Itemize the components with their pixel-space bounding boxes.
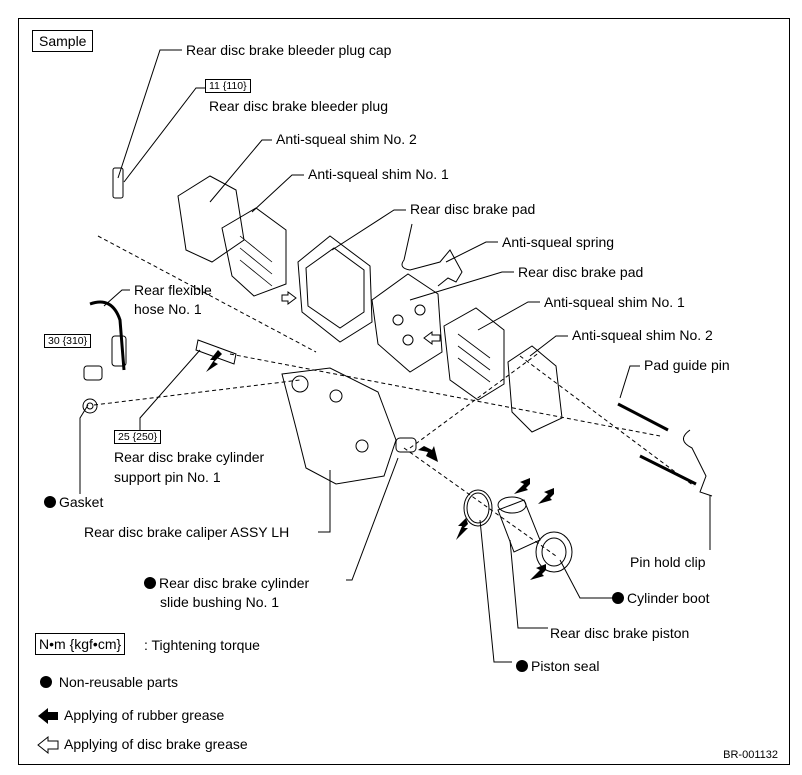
hose-bolt-shape — [83, 365, 103, 381]
legend-rubber-arrow — [38, 708, 58, 724]
piston-shape — [497, 499, 541, 553]
legend-disc-grease: Applying of disc brake grease — [64, 736, 248, 752]
non-reusable-dot — [44, 496, 56, 508]
legend-disc-arrow — [37, 735, 59, 755]
shim1-right-shape — [443, 307, 505, 401]
label-pad-top: Rear disc brake pad — [410, 201, 536, 217]
label-pad-mid: Rear disc brake pad — [518, 264, 644, 280]
legend-torque-text: : Tightening torque — [144, 637, 260, 653]
torque-support-pin: 25 {250} — [114, 430, 162, 444]
leader-piston — [509, 539, 548, 629]
label-bushing-line2: slide bushing No. 1 — [160, 594, 280, 610]
dashed-line-caliper — [409, 351, 541, 449]
label-gasket: Gasket — [44, 494, 103, 511]
pad-top-shape — [297, 235, 373, 343]
label-cylinder-boot: Cylinder boot — [612, 590, 710, 607]
cylinder-boot-shape — [535, 531, 573, 573]
label-shim2-right: Anti-squeal shim No. 2 — [572, 327, 713, 343]
figure-code: BR-001132 — [723, 749, 778, 761]
dashed-line-gasket — [93, 379, 301, 406]
label-hose-line2: hose No. 1 — [134, 301, 202, 317]
label-shim2-top: Anti-squeal shim No. 2 — [276, 131, 417, 147]
leader-bushing — [346, 457, 399, 581]
leader-gasket — [79, 404, 89, 494]
non-reusable-dot — [40, 676, 52, 688]
clip-shape — [683, 429, 713, 497]
leader-shim1-top — [251, 174, 304, 213]
legend-rubber-grease: Applying of rubber grease — [64, 707, 225, 723]
label-pin-hold-clip: Pin hold clip — [630, 554, 706, 570]
label-piston-seal: Piston seal — [516, 658, 599, 675]
sample-label: Sample — [32, 30, 94, 52]
rubber-grease-arrow — [206, 350, 222, 372]
dashed-line-pin — [229, 353, 661, 437]
shim2-right-shape — [507, 345, 563, 433]
disc-grease-arrow — [423, 331, 441, 345]
leader-shim2-right — [529, 335, 568, 357]
leader-caliper — [318, 470, 331, 533]
guide-pin-2 — [639, 454, 697, 486]
piston-seal-shape — [463, 489, 493, 527]
torque-bleeder: 11 {110} — [205, 79, 251, 93]
spring-shape — [401, 223, 463, 287]
dashed-line-bleeder — [97, 235, 317, 353]
leader-bleeder-plug — [123, 87, 205, 183]
rubber-grease-arrow — [514, 478, 530, 494]
rubber-grease-arrow — [538, 488, 554, 504]
label-shim1-top: Anti-squeal shim No. 1 — [308, 166, 449, 182]
hose-shape — [89, 300, 126, 371]
gasket-shape — [82, 398, 98, 414]
rubber-grease-arrow — [418, 446, 438, 462]
diagram-frame — [18, 18, 790, 765]
label-support-pin-line2: support pin No. 1 — [114, 469, 221, 485]
leader-boot — [559, 559, 612, 599]
shim1-top-shape — [221, 207, 287, 297]
non-reusable-dot — [144, 577, 156, 589]
leader-guide-pin — [619, 365, 640, 399]
label-bleeder-plug: Rear disc brake bleeder plug — [209, 98, 388, 114]
label-piston: Rear disc brake piston — [550, 625, 690, 641]
legend-non-reusable: Non-reusable parts — [40, 674, 178, 691]
support-pin-shape — [195, 339, 237, 365]
label-hose-line1: Rear flexible — [134, 282, 212, 298]
leader-pad-mid — [409, 271, 514, 301]
leader-shim2-top — [209, 139, 272, 203]
label-caliper: Rear disc brake caliper ASSY LH — [84, 524, 290, 540]
label-bleeder-cap: Rear disc brake bleeder plug cap — [186, 42, 392, 58]
caliper-shape — [281, 367, 397, 485]
torque-hose-bolt: 30 {310} — [44, 334, 92, 348]
guide-pin-1 — [617, 402, 669, 432]
label-guide-pin: Pad guide pin — [644, 357, 730, 373]
leader-bleeder-cap — [117, 49, 182, 179]
dashed-line-pin2 — [519, 355, 695, 487]
label-bushing-line1: Rear disc brake cylinder — [144, 575, 309, 592]
leader-support-pin — [139, 349, 201, 430]
disc-grease-arrow — [281, 291, 297, 305]
label-support-pin-line1: Rear disc brake cylinder — [114, 449, 265, 465]
bleeder-plug-shape — [112, 167, 124, 199]
rubber-grease-arrow — [456, 518, 468, 540]
non-reusable-dot — [516, 660, 528, 672]
rubber-grease-arrow — [530, 564, 546, 580]
legend-torque-box: N•m {kgf•cm} — [35, 633, 126, 655]
leader-spring — [445, 241, 498, 263]
shim2-top-shape — [177, 175, 245, 263]
bushing-shape — [395, 437, 417, 453]
label-spring: Anti-squeal spring — [502, 234, 615, 250]
leader-shim1-right — [477, 301, 540, 331]
pad-mid-shape — [371, 273, 443, 373]
leader-hose — [103, 289, 130, 307]
dashed-line-piston — [403, 447, 557, 557]
leader-pad-top — [331, 209, 406, 251]
leader-seal — [479, 519, 512, 663]
label-shim1-right: Anti-squeal shim No. 1 — [544, 294, 685, 310]
non-reusable-dot — [612, 592, 624, 604]
